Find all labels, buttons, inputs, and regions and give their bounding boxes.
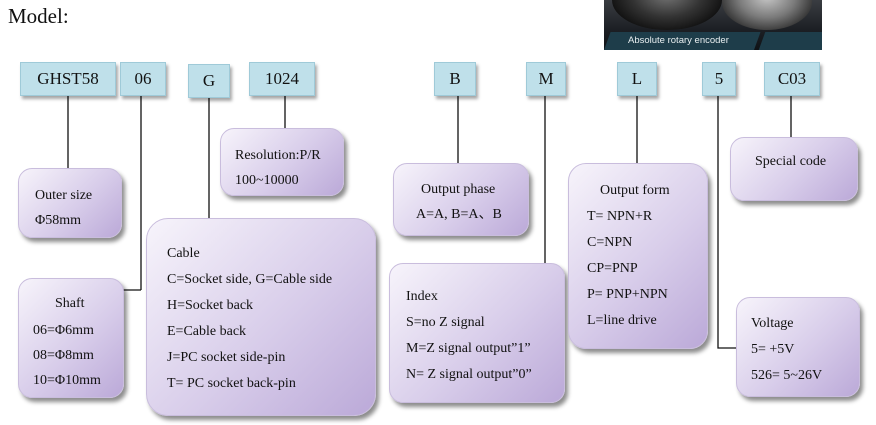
outer-size-heading: Outer size <box>35 188 93 203</box>
output-form-heading: Output form <box>600 183 670 198</box>
output-form-option-p: P= PNP+NPN <box>587 287 668 302</box>
box-index: Index S=no Z signal M=Z signal output”1”… <box>389 263 565 403</box>
box-special-code: Special code <box>730 137 858 201</box>
box-output-form: Output form T= NPN+R C=NPN CP=PNP P= PNP… <box>568 163 708 349</box>
index-option-s: S=no Z signal <box>406 315 485 330</box>
index-option-m: M=Z signal output”1” <box>406 341 531 356</box>
cable-option-2: H=Socket back <box>167 298 254 313</box>
outer-size-value: Φ58mm <box>35 213 82 228</box>
index-heading: Index <box>406 289 438 304</box>
output-phase-value: A=A, B=A、B <box>416 207 502 222</box>
code-voltage: 5 <box>702 62 736 96</box>
photo-caption: Absolute rotary encoder <box>628 35 729 46</box>
code-resolution: 1024 <box>249 62 315 96</box>
output-phase-heading: Output phase <box>421 182 496 197</box>
resolution-heading: Resolution:P/R <box>235 148 321 163</box>
box-voltage: Voltage 5= +5V 526= 5~26V <box>736 297 860 397</box>
output-form-option-cp: CP=PNP <box>587 261 638 276</box>
voltage-heading: Voltage <box>751 316 794 331</box>
index-option-n: N= Z signal output”0” <box>406 367 532 382</box>
special-code-heading: Special code <box>755 154 827 169</box>
shaft-option-08: 08=Φ8mm <box>33 348 94 363</box>
shaft-heading: Shaft <box>55 296 85 311</box>
cable-heading: Cable <box>167 246 200 261</box>
cable-option-1: C=Socket side, G=Cable side <box>167 272 333 287</box>
code-cable: G <box>188 64 230 98</box>
encoder-photo: Absolute rotary encoder <box>604 0 822 50</box>
cable-option-4: J=PC socket side-pin <box>167 350 286 365</box>
code-special: C03 <box>764 62 820 96</box>
code-index: M <box>526 62 566 96</box>
output-form-option-l: L=line drive <box>587 313 657 328</box>
cable-option-5: T= PC socket back-pin <box>167 376 296 391</box>
shaft-option-06: 06=Φ6mm <box>33 323 94 338</box>
code-outer-size: GHST58 <box>20 62 116 96</box>
output-form-option-c: C=NPN <box>587 235 633 250</box>
voltage-option-5: 5= +5V <box>751 342 795 357</box>
resolution-range: 100~10000 <box>235 173 299 188</box>
connector-voltage <box>717 96 738 349</box>
model-title: Model: <box>8 4 69 28</box>
box-output-phase: Output phase A=A, B=A、B <box>393 163 529 236</box>
box-shaft: Shaft 06=Φ6mm 08=Φ8mm 10=Φ10mm <box>18 278 124 398</box>
voltage-option-526: 526= 5~26V <box>751 368 823 383</box>
shaft-option-10: 10=Φ10mm <box>33 373 101 388</box>
code-shaft: 06 <box>120 62 166 96</box>
box-cable: Cable C=Socket side, G=Cable side H=Sock… <box>146 218 376 416</box>
code-output-form: L <box>617 62 657 96</box>
output-form-option-t: T= NPN+R <box>587 209 653 224</box>
code-output-phase: B <box>434 62 476 96</box>
box-resolution: Resolution:P/R 100~10000 <box>220 128 344 196</box>
box-outer-size: Outer size Φ58mm <box>18 168 122 238</box>
cable-option-3: E=Cable back <box>167 324 247 339</box>
